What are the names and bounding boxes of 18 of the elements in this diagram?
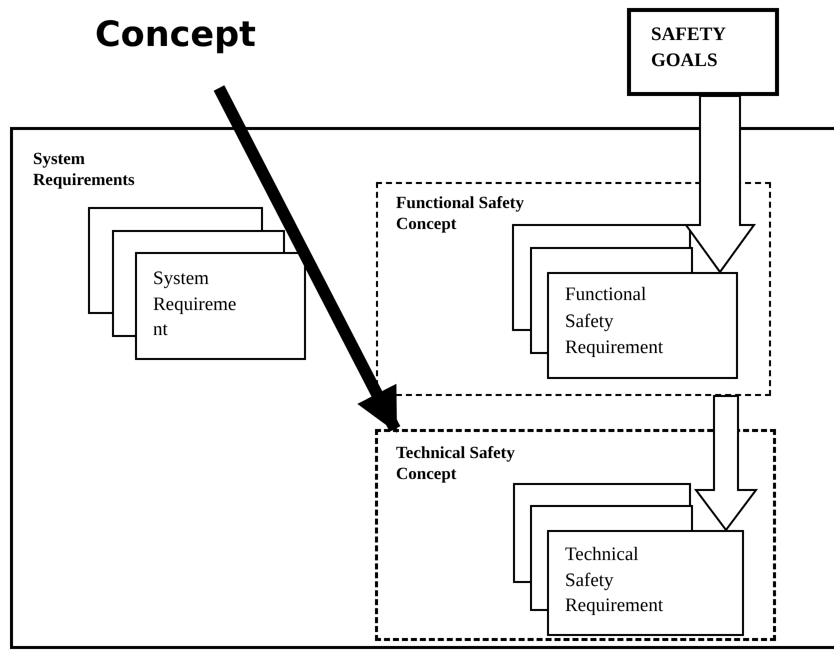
concept-dashed-box — [375, 429, 776, 641]
heading-text: System Requirements — [33, 148, 136, 190]
label-text: Technical Safety Requirement — [565, 543, 664, 618]
block-arrow — [694, 395, 758, 532]
requirement-card — [547, 272, 738, 379]
requirement-card — [547, 530, 744, 636]
heading-text: Technical Safety Concept — [396, 442, 516, 484]
arrow — [214, 85, 400, 433]
concept-dashed-box — [376, 182, 771, 396]
system-boundary — [10, 127, 834, 649]
block-arrow — [684, 95, 756, 274]
label-text: System Requirement — [153, 267, 238, 342]
heading-text: Concept — [95, 14, 257, 56]
label-text: Functional Safety Requirement — [565, 283, 664, 360]
heading-text: Functional Safety Concept — [396, 192, 525, 234]
heading-text: SAFETY GOALS — [651, 23, 727, 73]
goal-box — [627, 8, 779, 96]
requirement-card — [135, 252, 306, 360]
